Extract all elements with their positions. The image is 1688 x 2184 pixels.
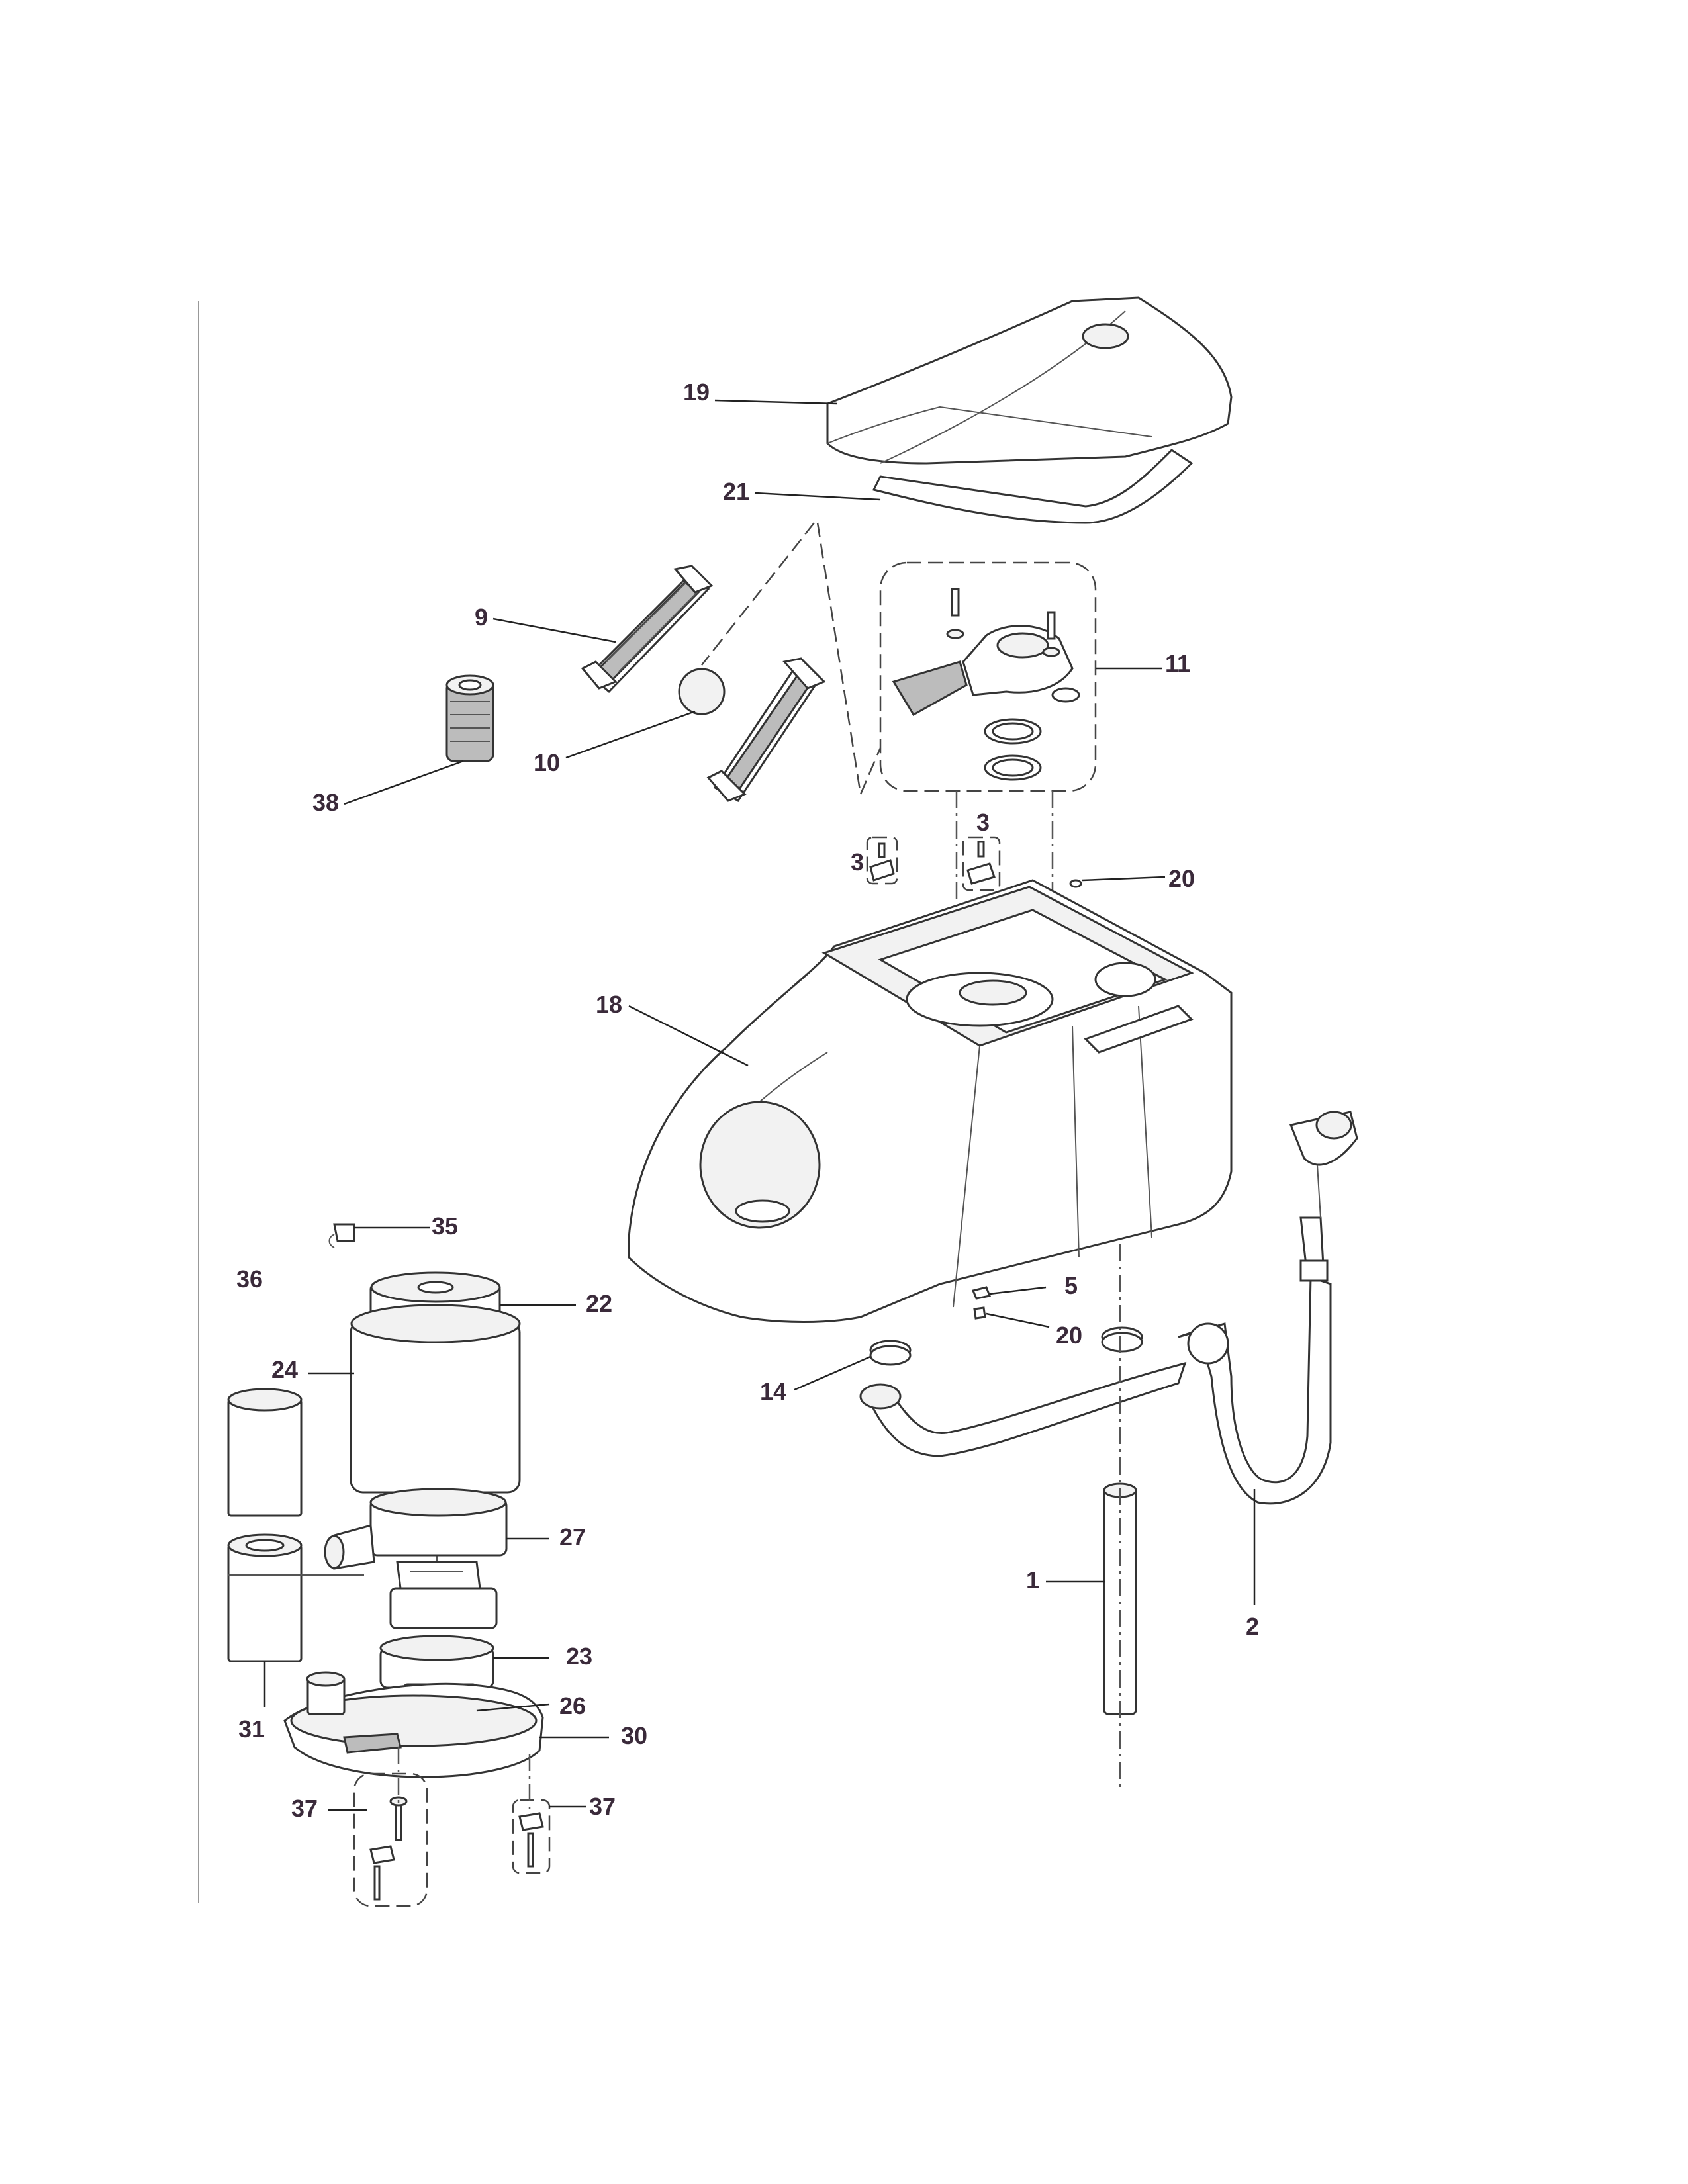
part-19-top-cover — [826, 296, 1233, 465]
callout-9: 9 — [475, 604, 488, 631]
callout-37-right: 37 — [589, 1793, 616, 1820]
part-9-filter-cartridge-secondary — [706, 657, 826, 802]
callout-36: 36 — [236, 1265, 263, 1293]
part-24-motor-housing — [350, 1304, 521, 1494]
callout-24: 24 — [271, 1356, 298, 1383]
part-3-clip-left — [866, 836, 898, 885]
part-9-filter-cartridge — [581, 565, 714, 694]
part-30-base-plate — [283, 1671, 544, 1778]
part-38-mesh-filter — [445, 674, 494, 762]
part-37-fastener-left — [353, 1772, 428, 1907]
callout-27: 27 — [559, 1524, 586, 1551]
callout-1: 1 — [1026, 1567, 1039, 1594]
callout-35: 35 — [432, 1212, 458, 1240]
callout-37-left: 37 — [291, 1795, 318, 1822]
callout-22: 22 — [586, 1290, 612, 1317]
callout-26: 26 — [559, 1692, 586, 1719]
part-35-clip — [328, 1223, 355, 1248]
part-1-tube — [1103, 1244, 1137, 1787]
callout-30: 30 — [621, 1722, 647, 1749]
callout-2: 2 — [1246, 1613, 1259, 1640]
callout-21: 21 — [723, 478, 749, 505]
callout-38: 38 — [312, 789, 339, 816]
callout-19: 19 — [683, 379, 710, 406]
guide-line-lower-left — [859, 747, 882, 795]
leader-lines — [263, 399, 1256, 1811]
part-20-screw-top — [1069, 879, 1082, 888]
callout-14: 14 — [760, 1378, 786, 1405]
guide-line-upper-right — [816, 522, 862, 795]
part-14-hose-clamps — [869, 1326, 1143, 1366]
part-3-clip-right — [962, 836, 1001, 891]
callout-3-left: 3 — [851, 848, 864, 876]
part-2-drain-hose — [859, 1111, 1358, 1505]
part-36-sleeve — [227, 1388, 303, 1517]
callout-10: 10 — [534, 749, 560, 776]
callout-20-bottom: 20 — [1056, 1322, 1082, 1349]
part-27-motor-flange — [324, 1488, 508, 1570]
part-11-valve-assembly — [879, 561, 1097, 792]
callout-3-right: 3 — [976, 809, 990, 836]
guide-line-upper-left — [701, 522, 815, 666]
part-21-gasket — [872, 449, 1194, 524]
part-18-main-housing — [628, 879, 1233, 1323]
callout-5: 5 — [1064, 1272, 1078, 1299]
part-31-body — [227, 1533, 364, 1662]
callout-31: 31 — [238, 1715, 265, 1743]
part-37-fastener-right — [512, 1799, 551, 1874]
part-23-coupling — [379, 1561, 498, 1689]
callout-23: 23 — [566, 1643, 592, 1670]
callout-18: 18 — [596, 991, 622, 1018]
part-20-screw-bottom — [973, 1306, 986, 1320]
callout-20-top: 20 — [1168, 865, 1195, 892]
part-10-float-ball — [678, 668, 726, 715]
callout-11: 11 — [1165, 650, 1190, 677]
part-5-clip — [971, 1286, 992, 1300]
